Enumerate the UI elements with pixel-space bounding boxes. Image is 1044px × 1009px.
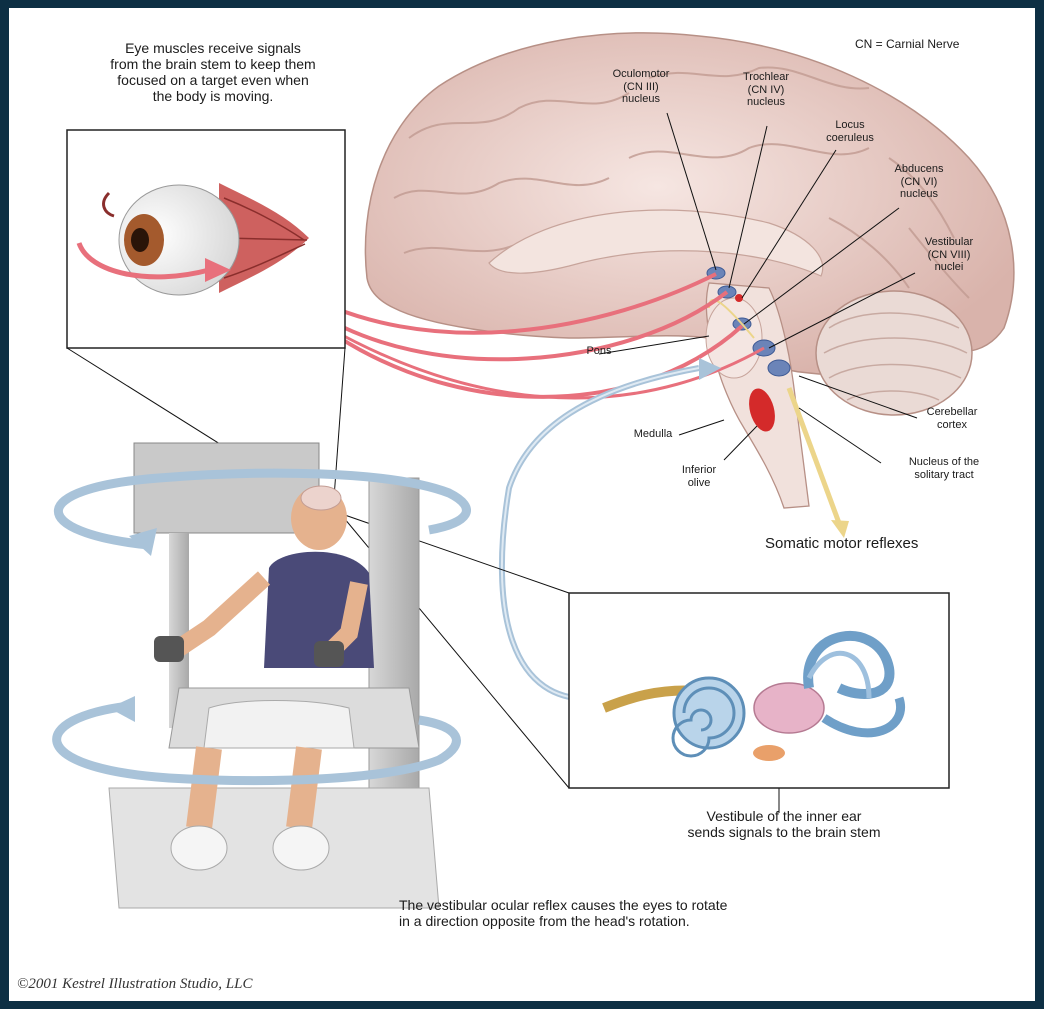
- abducens-label: Abducens (CN VI) nucleus: [881, 163, 957, 201]
- trochlear-label: Trochlear (CN IV) nucleus: [729, 71, 803, 109]
- locus-coeruleus-dot: [735, 294, 743, 302]
- somatic-motor-reflexes-label: Somatic motor reflexes: [765, 535, 918, 552]
- reflex-caption: The vestibular ocular reflex causes the …: [399, 897, 727, 929]
- vestibular-nuclei-label: Vestibular (CN VIII) nuclei: [909, 236, 989, 274]
- inferior-olive-label: Inferior olive: [669, 464, 729, 489]
- cerebellum-shape: [816, 291, 972, 415]
- cn-legend-note: CN = Carnial Nerve: [855, 38, 959, 52]
- locus-coeruleus-label: Locus coeruleus: [815, 119, 885, 144]
- cerebellar-cortex-label: Cerebellar cortex: [907, 406, 997, 431]
- vestibule-caption: Vestibule of the inner ear sends signals…: [624, 808, 944, 840]
- solitary-tract-label: Nucleus of the solitary tract: [889, 456, 999, 481]
- copyright-credit: ©2001 Kestrel Illustration Studio, LLC: [17, 976, 252, 993]
- figure-frame: Eye muscles receive signals from the bra…: [9, 8, 1035, 1001]
- eye-muscles-caption: Eye muscles receive signals from the bra…: [83, 40, 343, 104]
- pons-label: Pons: [579, 345, 619, 358]
- rotating-chair-illustration: [57, 443, 467, 908]
- medulla-label: Medulla: [623, 428, 683, 441]
- oculomotor-label: Oculomotor (CN III) nucleus: [603, 68, 679, 106]
- illustration: [9, 8, 1035, 1001]
